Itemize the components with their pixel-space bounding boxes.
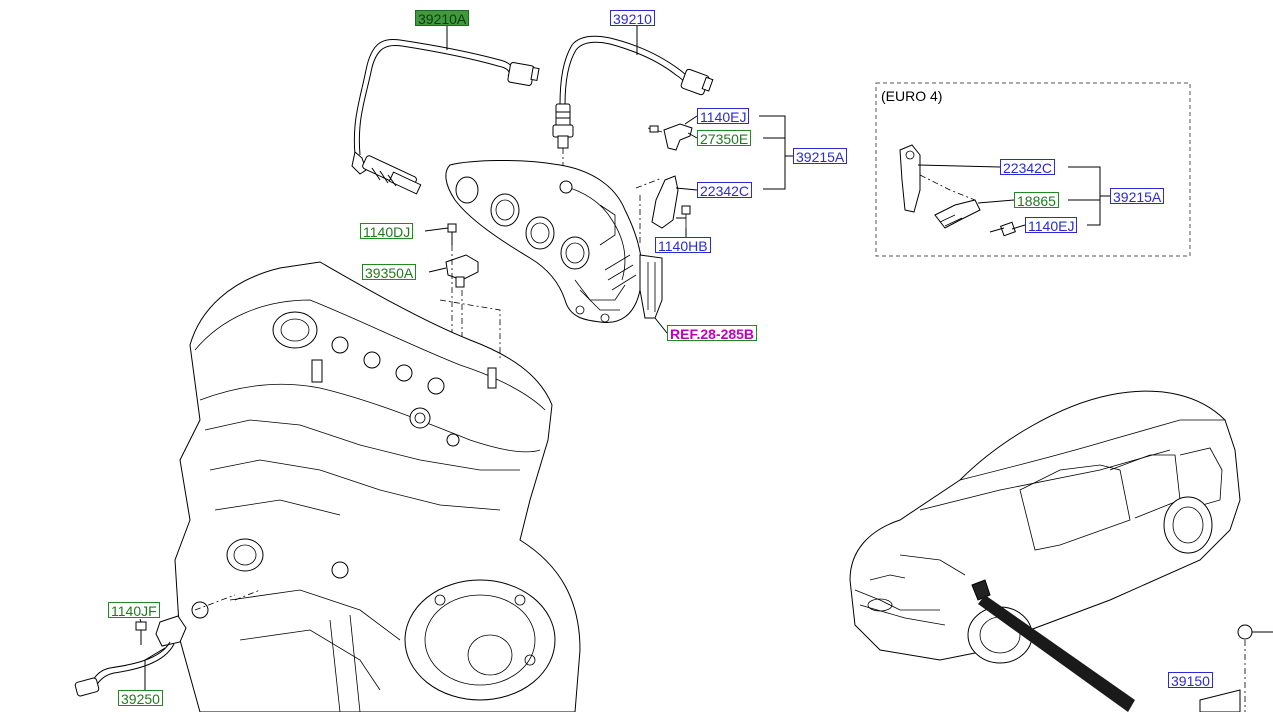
euro4-bracket [899,144,1016,237]
part-tag-1140hb[interactable]: 1140HB [655,237,711,254]
part-tag-euro-22342c[interactable]: 22342C [1000,159,1056,176]
part-tag-euro-18865[interactable]: 18865 [1014,192,1059,209]
euro4-box [875,82,1191,257]
ref-link-28-285b[interactable]: REF.28-285B [667,325,758,342]
oxygen-sensor-front [351,38,540,195]
vehicle-illustration [849,390,1241,712]
part-tag-39210a[interactable]: 39210A [415,10,470,27]
euro4-caption: (EURO 4) [881,88,943,104]
part-tag-euro-1140ej[interactable]: 1140EJ [1025,217,1078,234]
oxygen-sensor-rear [552,35,714,185]
bracket-assembly [635,123,693,245]
part-tag-39210[interactable]: 39210 [610,10,655,27]
right-edge-parts [1199,624,1273,712]
part-tag-39250[interactable]: 39250 [118,690,163,707]
part-tag-1140dj[interactable]: 1140DJ [360,223,414,240]
part-tag-22342c[interactable]: 22342C [697,182,753,199]
leader-lines [139,26,1110,690]
exhaust-manifold [445,159,663,324]
part-tag-39215a[interactable]: 39215A [793,148,848,165]
part-tag-39150[interactable]: 39150 [1168,672,1213,689]
part-tag-39350a[interactable]: 39350A [362,264,417,281]
part-tag-1140jf[interactable]: 1140JF [108,602,160,619]
engine-block [174,261,581,712]
part-tag-27350e[interactable]: 27350E [697,130,752,147]
knock-sensor [74,594,236,697]
part-tag-euro-39215a[interactable]: 39215A [1110,188,1165,205]
part-tag-1140ej[interactable]: 1140EJ [697,108,750,125]
